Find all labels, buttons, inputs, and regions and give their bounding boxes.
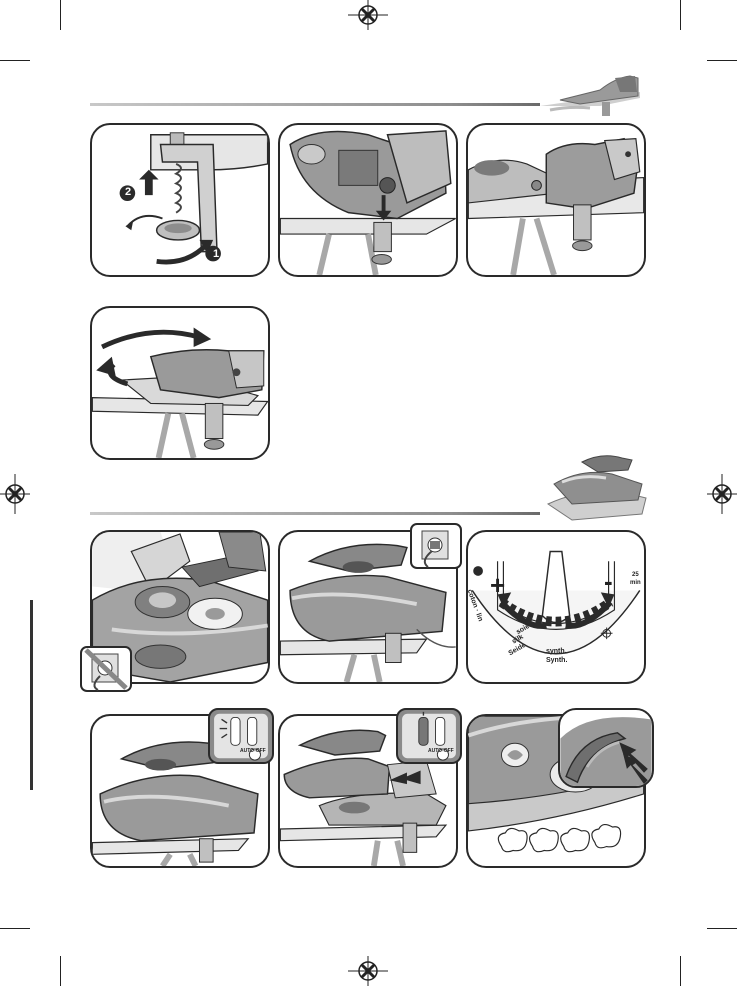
indicator-inset-blinking: AUTO-OFF [208, 708, 274, 764]
steam-button-press-icon [560, 717, 652, 786]
indicator-light-steady-icon [402, 711, 456, 761]
dial-plus-label: + [490, 570, 506, 600]
panel-heating-indicator [90, 714, 270, 868]
dial-time-label-2: min [630, 580, 641, 586]
crop-mark-top-left-h [0, 60, 30, 61]
dial-synth-label-1: synth. [546, 648, 567, 655]
registration-target-top-icon [348, 0, 388, 30]
panel-fill-water [90, 530, 270, 684]
fill-water-illustration-icon [92, 532, 268, 682]
crop-mark-top-right-h [707, 60, 737, 61]
indicator-light-blinking-icon [214, 713, 268, 761]
section-divider-middle [90, 512, 540, 515]
stand-rotate-illustration-icon [92, 327, 268, 458]
panel-steam-burst [466, 714, 646, 868]
registration-target-bottom-icon [348, 956, 388, 986]
panel-temperature-dial: + - soie silk Seide synth. Synth. 25 min… [466, 530, 646, 684]
step-number-1: 1 [212, 248, 220, 260]
crop-mark-bottom-right-h [707, 928, 737, 929]
no-plug-warning-icon [80, 646, 132, 692]
panel-stand-attach [278, 123, 458, 277]
crop-mark-bottom-left-v [60, 956, 61, 986]
panel-place-on-base [278, 714, 458, 868]
temperature-dial-illustration-icon [471, 550, 641, 655]
dial-minus-label: - [604, 566, 613, 596]
auto-off-label-2: AUTO-OFF [428, 748, 454, 754]
dial-time-label-1: 25 [632, 572, 639, 578]
crop-mark-top-right-v [680, 0, 681, 30]
panel-stand-mounted [466, 123, 646, 277]
section-thumbnail-clamp-icon [540, 75, 640, 116]
plug-in-illustration-icon [280, 543, 456, 682]
heating-iron-illustration-icon [92, 741, 259, 866]
section-thumbnail-iron-icon [546, 455, 647, 521]
place-on-base-illustration-icon [280, 729, 448, 866]
dial-synth-label-2: Synth. [546, 657, 568, 664]
plug-socket-icon [410, 523, 462, 569]
margin-strip [30, 600, 33, 790]
section-divider-top [90, 103, 540, 106]
crop-mark-bottom-left-h [0, 928, 30, 929]
step-number-2: 2 [124, 186, 132, 198]
registration-target-left-icon [0, 474, 30, 514]
panel-plug-in [278, 530, 458, 684]
stand-mounted-illustration-icon [468, 137, 644, 275]
auto-off-label: AUTO-OFF [240, 748, 266, 754]
crop-mark-top-left-v [60, 0, 61, 30]
registration-target-right-icon [707, 474, 737, 514]
panel-stand-rotate [90, 306, 270, 460]
stand-attach-illustration-icon [280, 130, 456, 275]
steam-button-inset [558, 708, 654, 788]
clamp-illustration-icon [119, 132, 268, 265]
panel-clamp-mounting: 2 1 [90, 123, 270, 277]
indicator-inset-steady: AUTO-OFF [396, 708, 462, 764]
crop-mark-bottom-right-v [680, 956, 681, 986]
